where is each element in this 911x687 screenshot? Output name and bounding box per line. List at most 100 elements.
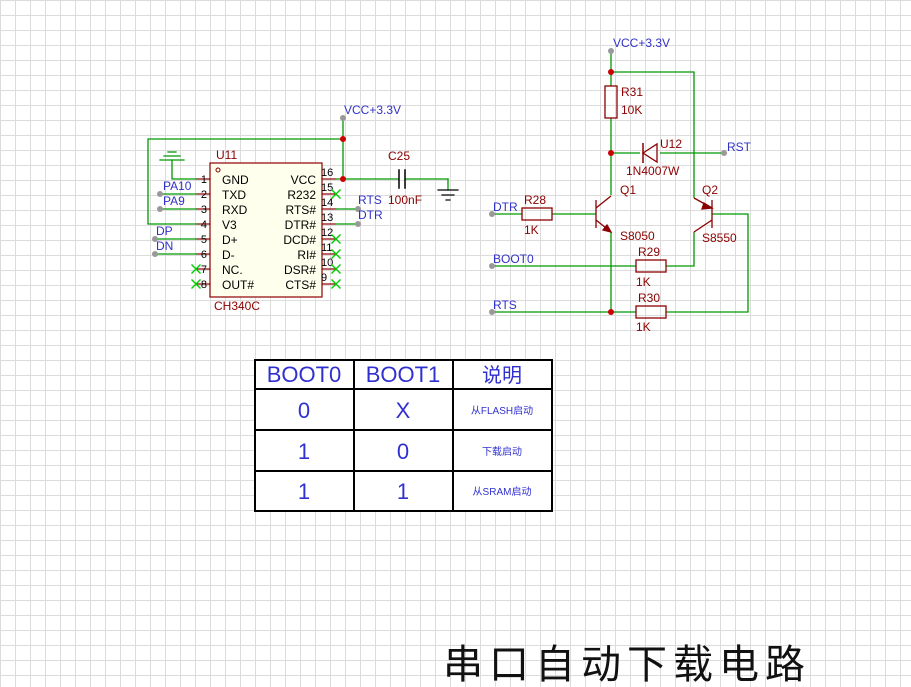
net-label-boot0: BOOT0 bbox=[493, 252, 534, 266]
resistor-r28[interactable] bbox=[521, 207, 553, 221]
net-label-dtr-in: DTR bbox=[493, 200, 518, 214]
pin-no-10: 10 bbox=[321, 257, 333, 269]
pin-no-8: 8 bbox=[201, 279, 207, 291]
table-cell: 从SRAM启动 bbox=[473, 485, 532, 498]
pin-no-9: 9 bbox=[321, 272, 327, 284]
chip-model: CH340C bbox=[214, 299, 260, 313]
net-label-rts-chip: RTS bbox=[358, 193, 382, 207]
pin-no-16: 16 bbox=[321, 167, 333, 179]
chip-ref: U11 bbox=[216, 148, 237, 162]
pin-no-1: 1 bbox=[201, 174, 207, 186]
gnd-symbol-cap bbox=[437, 189, 459, 201]
c25-val: 100nF bbox=[388, 193, 422, 207]
net-port-dot bbox=[355, 221, 361, 227]
pin-name-gnd: GND bbox=[222, 173, 249, 187]
pin-name-out: OUT# bbox=[222, 278, 254, 292]
ch340-section: 1 GND 2 TXD 3 RXD 4 V3 5 D+ 6 D- 7 NC. 8… bbox=[147, 103, 459, 313]
net-label-rst: RST bbox=[727, 140, 752, 154]
junction-dot bbox=[608, 69, 614, 75]
r31-ref: R31 bbox=[621, 85, 643, 99]
net-label-vcc-left: VCC+3.3V bbox=[344, 103, 401, 117]
net-port-dot bbox=[608, 48, 614, 54]
capacitor-c25[interactable] bbox=[398, 169, 406, 189]
net-label-dn: DN bbox=[156, 239, 173, 253]
pin-name-dsr: DSR# bbox=[284, 263, 316, 277]
junction-dot bbox=[608, 150, 614, 156]
pin-name-ri: RI# bbox=[297, 248, 316, 262]
pin-no-13: 13 bbox=[321, 212, 333, 224]
r28-val: 1K bbox=[524, 223, 539, 237]
table-cell: 下载启动 bbox=[482, 445, 522, 458]
pin-name-nc: NC. bbox=[222, 263, 243, 277]
table-cell: 1 bbox=[298, 439, 310, 464]
pin-name-dcd: DCD# bbox=[283, 233, 316, 247]
net-port-dot bbox=[340, 115, 346, 121]
net-port-dot bbox=[489, 309, 495, 315]
net-port-dot bbox=[157, 191, 163, 197]
r30-ref: R30 bbox=[638, 291, 660, 305]
resistor-r29[interactable] bbox=[635, 259, 667, 273]
net-label-pa10: PA10 bbox=[163, 179, 192, 193]
pin-no-11: 11 bbox=[321, 242, 332, 254]
pin-no-3: 3 bbox=[201, 204, 207, 216]
resistor-r31[interactable] bbox=[604, 85, 618, 119]
net-port-dot bbox=[152, 236, 158, 242]
net-port-dot bbox=[489, 263, 495, 269]
diode-u12[interactable] bbox=[641, 142, 658, 164]
r28-ref: R28 bbox=[524, 193, 546, 207]
r29-ref: R29 bbox=[638, 245, 660, 259]
pin1-marker bbox=[215, 167, 221, 173]
pin-no-5: 5 bbox=[201, 234, 207, 246]
pin-name-dplus: D+ bbox=[222, 233, 238, 247]
pin-name-vcc: VCC bbox=[291, 173, 317, 187]
pin-name-dtr: DTR# bbox=[285, 218, 317, 232]
diagram-title: 串口自动下载电路 bbox=[443, 642, 811, 687]
net-port-dot bbox=[152, 251, 158, 257]
transistor-q2[interactable] bbox=[693, 197, 714, 233]
table-header-boot1: BOOT1 bbox=[366, 362, 441, 387]
table-cell: X bbox=[396, 398, 411, 423]
junction-dot bbox=[608, 309, 614, 315]
table-header-desc: 说明 bbox=[482, 364, 522, 387]
r30-val: 1K bbox=[636, 320, 651, 334]
table-cell: 0 bbox=[298, 398, 310, 423]
table-cell: 从FLASH启动 bbox=[471, 404, 533, 417]
r31-val: 10K bbox=[621, 103, 642, 117]
auto-reset-section: R31 10K U12 1N4007W Q1 S8050 Q2 S8550 R bbox=[489, 36, 752, 334]
q1-val: S8050 bbox=[620, 229, 655, 243]
q2-ref: Q2 bbox=[702, 183, 718, 197]
net-port-dot bbox=[489, 211, 495, 217]
gnd-symbol-left bbox=[159, 151, 185, 161]
net-label-vcc-right: VCC+3.3V bbox=[613, 36, 670, 50]
r29-val: 1K bbox=[636, 275, 651, 289]
pin-no-7: 7 bbox=[201, 264, 207, 276]
junction-dot bbox=[340, 136, 346, 142]
u12-ref: U12 bbox=[660, 137, 682, 151]
pin-no-14: 14 bbox=[321, 197, 333, 209]
pin-name-v3: V3 bbox=[222, 218, 237, 232]
no-connect-marks bbox=[191, 189, 341, 289]
net-port-dot bbox=[721, 150, 727, 156]
net-label-dp: DP bbox=[156, 224, 173, 238]
pin-name-rxd: RXD bbox=[222, 203, 248, 217]
table-cell: 1 bbox=[397, 479, 409, 504]
table-cell: 1 bbox=[298, 479, 310, 504]
c25-ref: C25 bbox=[388, 149, 410, 163]
q2-val: S8550 bbox=[702, 231, 737, 245]
resistor-r30[interactable] bbox=[635, 305, 667, 319]
pin-name-rts: RTS# bbox=[286, 203, 317, 217]
table-cell: 0 bbox=[397, 439, 409, 464]
pin-name-cts: CTS# bbox=[285, 278, 316, 292]
pin-no-15: 15 bbox=[321, 182, 333, 194]
net-port-dot bbox=[157, 206, 163, 212]
pin-no-12: 12 bbox=[321, 227, 333, 239]
u12-val: 1N4007W bbox=[626, 164, 680, 178]
pin-no-2: 2 bbox=[201, 189, 207, 201]
chip-body[interactable] bbox=[209, 162, 323, 298]
pin-no-4: 4 bbox=[201, 219, 207, 231]
transistor-q1[interactable] bbox=[595, 195, 613, 234]
boot-mode-table: BOOT0 BOOT1 说明 0 X 从FLASH启动 1 0 下载启动 1 1… bbox=[254, 359, 553, 512]
net-port-dot bbox=[355, 206, 361, 212]
pin-name-txd: TXD bbox=[222, 188, 246, 202]
